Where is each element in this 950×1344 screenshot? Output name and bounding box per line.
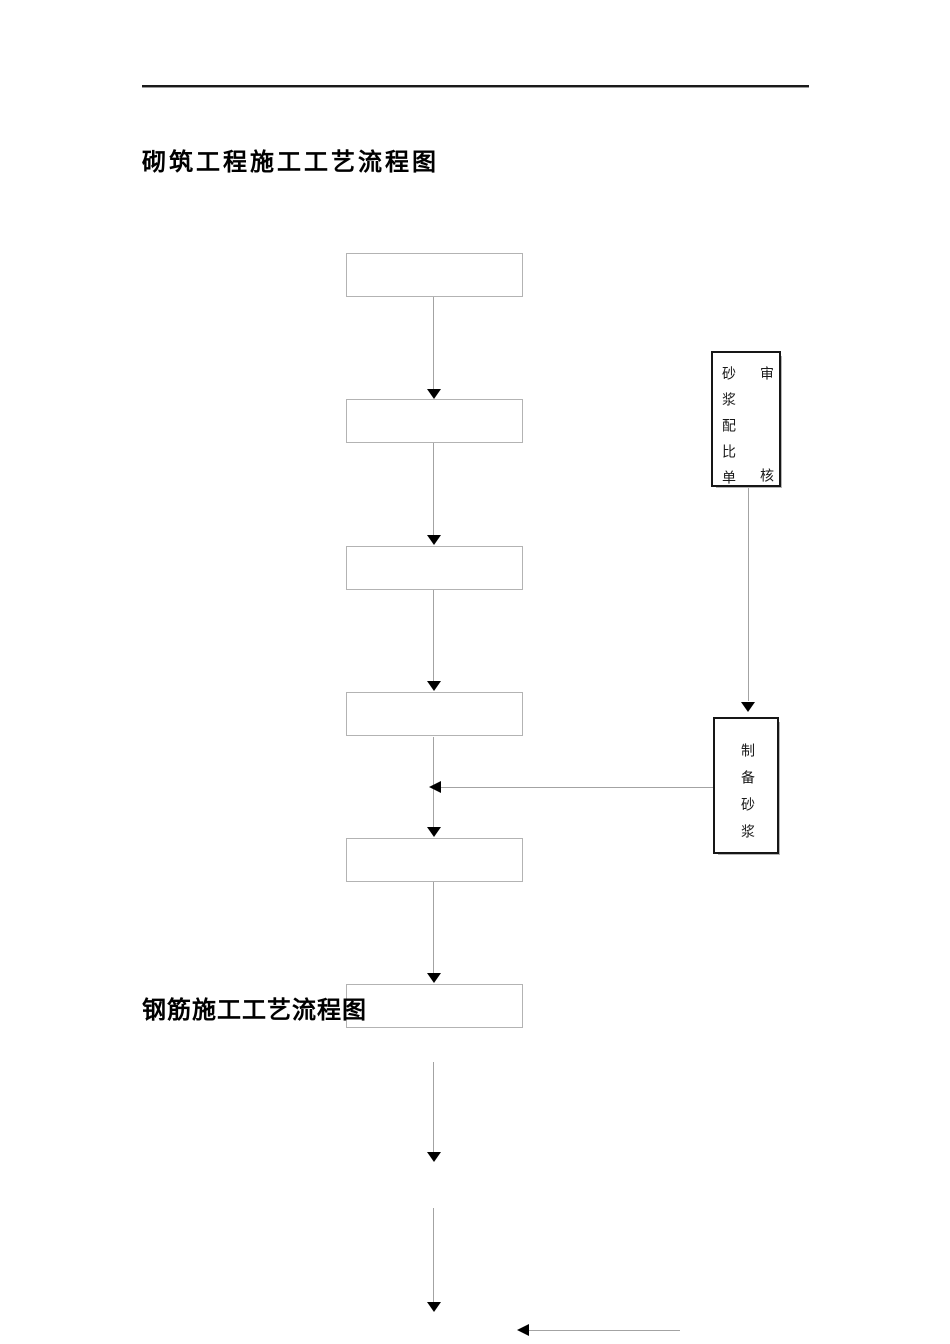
flow-box-2 xyxy=(346,399,523,443)
flow-box-6 xyxy=(346,984,523,1028)
connector-vertical xyxy=(433,881,434,973)
connector-horizontal xyxy=(524,1330,680,1331)
flow-box-5 xyxy=(346,838,523,882)
arrow-down-icon xyxy=(427,827,441,837)
arrow-down-icon xyxy=(427,1302,441,1312)
review-mortar-mix-box: 审核 砂浆配比单 xyxy=(711,351,781,570)
prepare-mortar-box: 制备砂浆 xyxy=(713,717,779,854)
connector-vertical xyxy=(433,1062,434,1152)
connector-vertical xyxy=(433,443,434,535)
flow-box-4 xyxy=(346,692,523,736)
vertical-text-review: 审核 xyxy=(758,366,773,570)
connector-vertical-side xyxy=(748,488,749,701)
connector-vertical xyxy=(433,589,434,681)
arrow-down-icon xyxy=(427,389,441,399)
header-rule xyxy=(142,85,809,88)
connector-horizontal xyxy=(437,787,714,788)
flow-box-1 xyxy=(346,253,523,297)
section2-heading: 钢筋施工工艺流程图 xyxy=(142,997,367,1024)
arrow-down-icon xyxy=(427,681,441,691)
arrow-down-icon xyxy=(427,973,441,983)
flow-box-3 xyxy=(346,546,523,590)
section1-heading: 砌筑工程施工工艺流程图 xyxy=(142,149,439,176)
arrow-left-icon xyxy=(429,781,441,793)
vertical-text-prepare-mortar: 制备砂浆 xyxy=(739,743,754,851)
vertical-text-mortar-mix: 砂浆配比单 xyxy=(720,366,735,496)
arrow-down-icon xyxy=(427,535,441,545)
arrow-left-icon xyxy=(517,1324,529,1336)
connector-vertical xyxy=(433,297,434,389)
arrow-down-icon xyxy=(741,702,755,712)
arrow-down-icon xyxy=(427,1152,441,1162)
connector-vertical xyxy=(433,1208,434,1302)
